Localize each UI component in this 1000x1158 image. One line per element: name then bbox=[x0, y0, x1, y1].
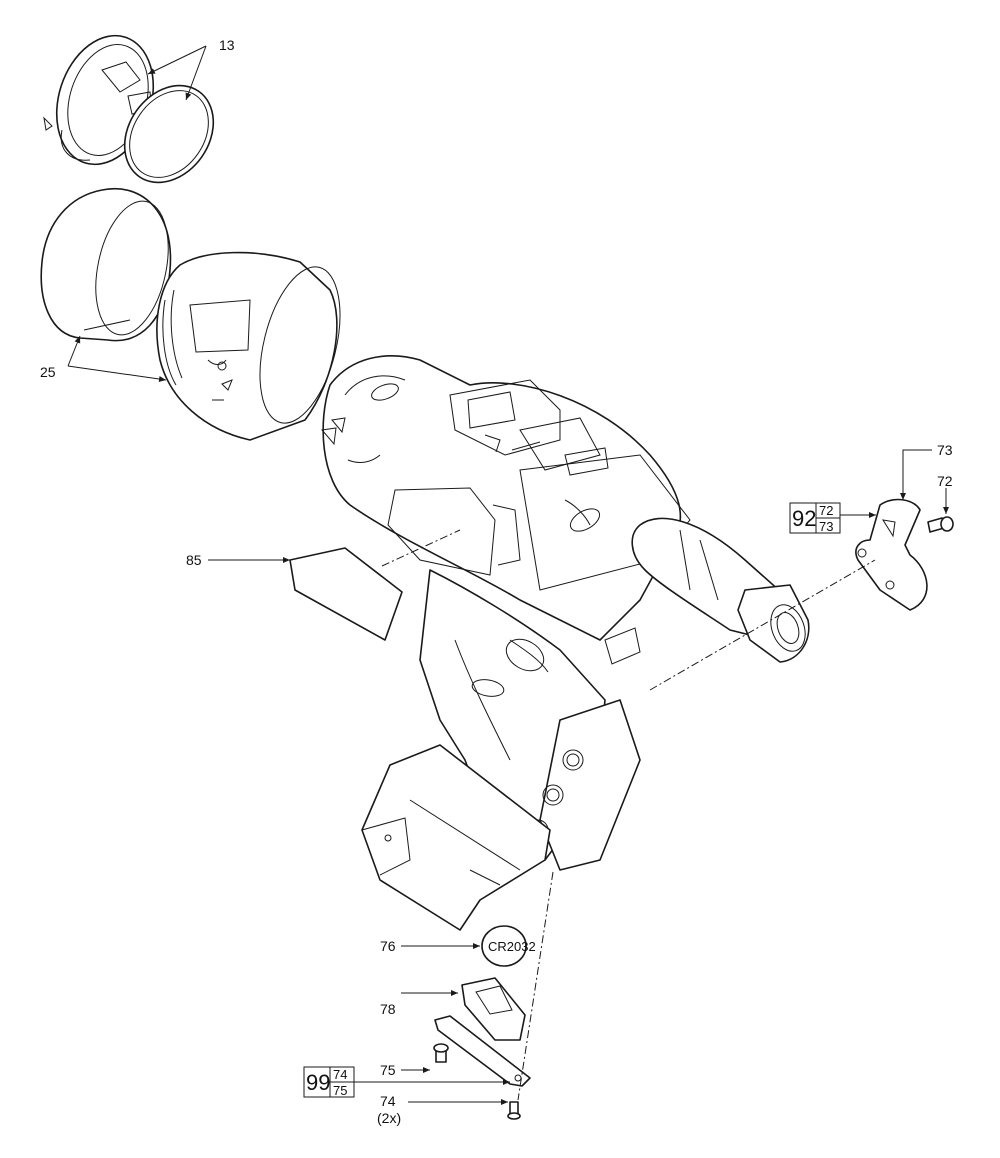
kit-box-99: 99 74 75 bbox=[303, 1066, 355, 1098]
assembly-lines bbox=[381, 529, 876, 1101]
kit-99-bottom: 75 bbox=[333, 1083, 347, 1098]
kit-box-92: 92 72 73 bbox=[789, 502, 841, 534]
callout-78: 78 bbox=[380, 1001, 396, 1017]
kit-99-number: 99 bbox=[306, 1070, 330, 1095]
callout-75: 75 bbox=[380, 1062, 396, 1078]
kit-92-bottom: 73 bbox=[819, 519, 833, 534]
callout-74-quantity: (2x) bbox=[377, 1110, 401, 1126]
kit-99-top: 74 bbox=[333, 1067, 347, 1082]
callout-72: 72 bbox=[937, 473, 953, 489]
part-73-plate bbox=[855, 498, 928, 611]
part-74-screw bbox=[507, 1101, 521, 1120]
kit-92-number: 92 bbox=[792, 506, 816, 531]
part-25-front-housing bbox=[156, 251, 341, 441]
part-25-boot bbox=[40, 187, 172, 342]
battery-label: CR2032 bbox=[488, 939, 536, 954]
callout-73: 73 bbox=[937, 442, 953, 458]
part-76-coin-battery: CR2032 bbox=[481, 925, 536, 967]
callout-25: 25 bbox=[40, 364, 56, 380]
callout-85: 85 bbox=[186, 552, 202, 568]
part-85-label bbox=[289, 547, 403, 641]
part-75-screw bbox=[433, 1043, 449, 1063]
callout-76: 76 bbox=[380, 938, 396, 954]
part-78-holder bbox=[461, 977, 526, 1041]
callout-74: 74 bbox=[380, 1093, 396, 1109]
leader-lines bbox=[67, 45, 949, 1105]
kit-92-top: 72 bbox=[819, 503, 833, 518]
impact-wrench-body bbox=[321, 355, 810, 931]
part-13-o-ring bbox=[123, 84, 215, 184]
callout-13: 13 bbox=[219, 37, 235, 53]
part-72-screw bbox=[927, 516, 954, 533]
